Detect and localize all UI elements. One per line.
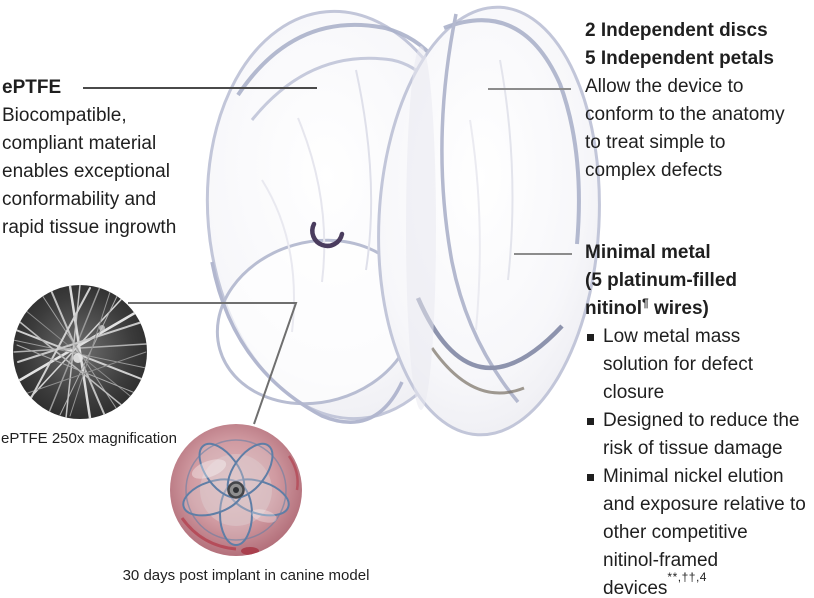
minimal-metal-heading-line: Minimal metal bbox=[585, 242, 711, 263]
disc-gap-shadow bbox=[406, 46, 436, 410]
discs-body-line: Allow the device to bbox=[585, 76, 744, 97]
minimal-metal-heading-line: (5 platinum-filled bbox=[585, 270, 737, 291]
petals-heading: 5 Independent petals bbox=[585, 48, 774, 69]
implant-photo-image bbox=[170, 424, 302, 556]
implant-caption: 30 days post implant in canine model bbox=[122, 567, 370, 584]
eptfe-body-line: Biocompatible, bbox=[2, 105, 127, 126]
bullet-item: Low metal mass solution for defect closu… bbox=[585, 323, 814, 407]
eptfe-body-line: conformability and bbox=[2, 189, 157, 210]
minimal-metal-bullet-list: Low metal mass solution for defect closu… bbox=[585, 323, 814, 598]
eptfe-body-line: compliant material bbox=[2, 133, 157, 154]
sem-caption: ePTFE 250x magnification bbox=[1, 430, 177, 447]
bullet-item: Designed to reduce the risk of tissue da… bbox=[585, 407, 814, 463]
square-bullet-icon bbox=[587, 474, 594, 481]
device-right-disc bbox=[377, 5, 601, 437]
pilcrow-footnote-mark: ¶ bbox=[641, 296, 649, 310]
eptfe-body-line: enables exceptional bbox=[2, 161, 170, 182]
square-bullet-icon bbox=[587, 418, 594, 425]
sem-micrograph-image bbox=[13, 285, 147, 419]
annotation-discs-petals: 2 Independent discs 5 Independent petals… bbox=[585, 17, 814, 185]
annotation-minimal-metal: Minimal metal (5 platinum-filled nitinol… bbox=[585, 239, 814, 598]
eptfe-body-line: rapid tissue ingrowth bbox=[2, 217, 177, 238]
discs-body-line: to treat simple to bbox=[585, 132, 726, 153]
discs-heading: 2 Independent discs bbox=[585, 20, 768, 41]
annotation-eptfe: ePTFE Biocompatible, compliant material … bbox=[2, 74, 217, 242]
bullet-item: Minimal nickel elution and exposure rela… bbox=[585, 463, 814, 598]
anchor-hook-wire bbox=[310, 221, 345, 249]
minimal-metal-heading-line: nitinol¶ wires) bbox=[585, 296, 709, 319]
discs-body-line: complex defects bbox=[585, 160, 723, 181]
footnote-marks: **,††,4 bbox=[667, 569, 707, 584]
discs-body-line: conform to the anatomy bbox=[585, 104, 785, 125]
leader-line-insets bbox=[128, 302, 298, 425]
square-bullet-icon bbox=[587, 334, 594, 341]
eptfe-title: ePTFE bbox=[2, 77, 62, 98]
